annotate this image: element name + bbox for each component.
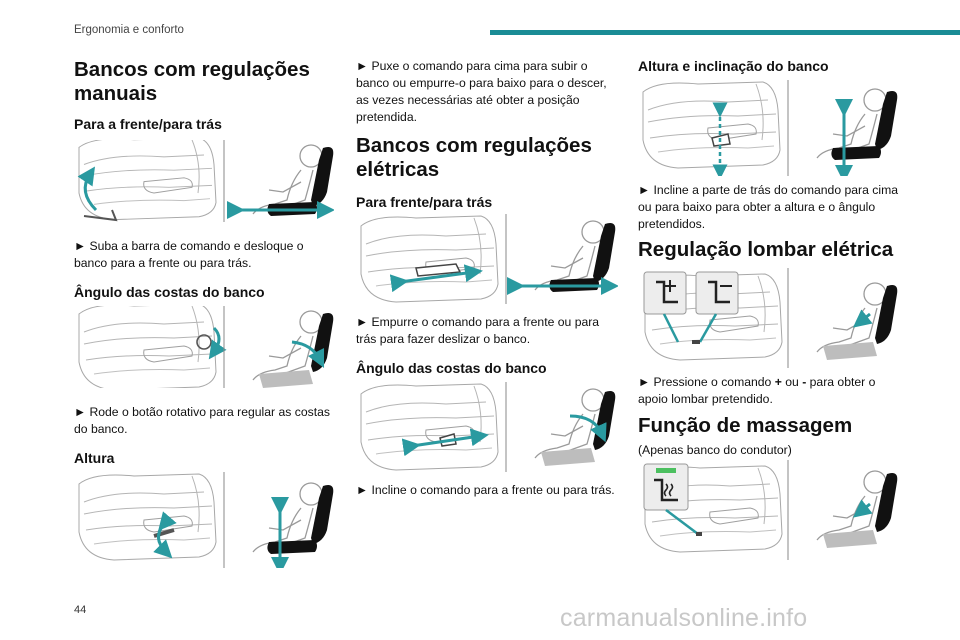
watermark: carmanualsonline.info xyxy=(560,604,808,632)
figure-lumbar xyxy=(638,268,900,368)
header-accent-bar xyxy=(490,30,960,35)
text-manual-forward-back: ► Suba a barra de comando e desloque o b… xyxy=(74,239,304,270)
page-number: 44 xyxy=(74,604,87,616)
text-manual-height: ► Puxe o comando para cima para subir o … xyxy=(356,59,607,124)
figure-electric-forward-back xyxy=(356,214,618,304)
figure-massage xyxy=(638,460,900,560)
section-title-lumbar: Regulação lombar elétrica xyxy=(638,238,894,261)
figure-manual-forward-back xyxy=(74,140,334,222)
heading-backrest-electric: Ângulo das costas do banco xyxy=(356,360,547,376)
running-header: Ergonomia e conforto xyxy=(74,24,184,36)
figure-height-tilt xyxy=(638,80,900,176)
text-lumbar: ► Pressione o comando + ou - para obter … xyxy=(638,375,876,406)
heading-forward-back-electric: Para frente/para trás xyxy=(356,194,493,210)
text-massage-note: (Apenas banco do condutor) xyxy=(638,443,792,457)
text-electric-backrest: ► Incline o comando para a frente ou par… xyxy=(356,483,615,497)
lumbar-minus-icon xyxy=(708,280,732,304)
heading-backrest-manual: Ângulo das costas do banco xyxy=(74,284,265,300)
figure-manual-backrest xyxy=(74,306,334,388)
text-manual-backrest: ► Rode o botão rotativo para regular as … xyxy=(74,405,330,436)
text-height-tilt: ► Incline a parte de trás do comando par… xyxy=(638,183,899,231)
section-title-manual-seats: Bancos com regulações manuais xyxy=(74,58,310,105)
heading-forward-back-manual: Para a frente/para trás xyxy=(74,116,222,132)
massage-icon xyxy=(654,478,678,502)
heading-height-manual: Altura xyxy=(74,450,115,466)
figure-electric-backrest xyxy=(356,382,618,472)
section-title-electric-seats: Bancos com regulações elétricas xyxy=(356,134,592,181)
lumbar-plus-icon xyxy=(656,280,678,304)
figure-manual-height xyxy=(74,472,334,568)
heading-height-tilt: Altura e inclinação do banco xyxy=(638,58,829,74)
text-electric-forward-back: ► Empurre o comando para a frente ou par… xyxy=(356,315,600,346)
section-title-massage: Função de massagem xyxy=(638,414,853,437)
